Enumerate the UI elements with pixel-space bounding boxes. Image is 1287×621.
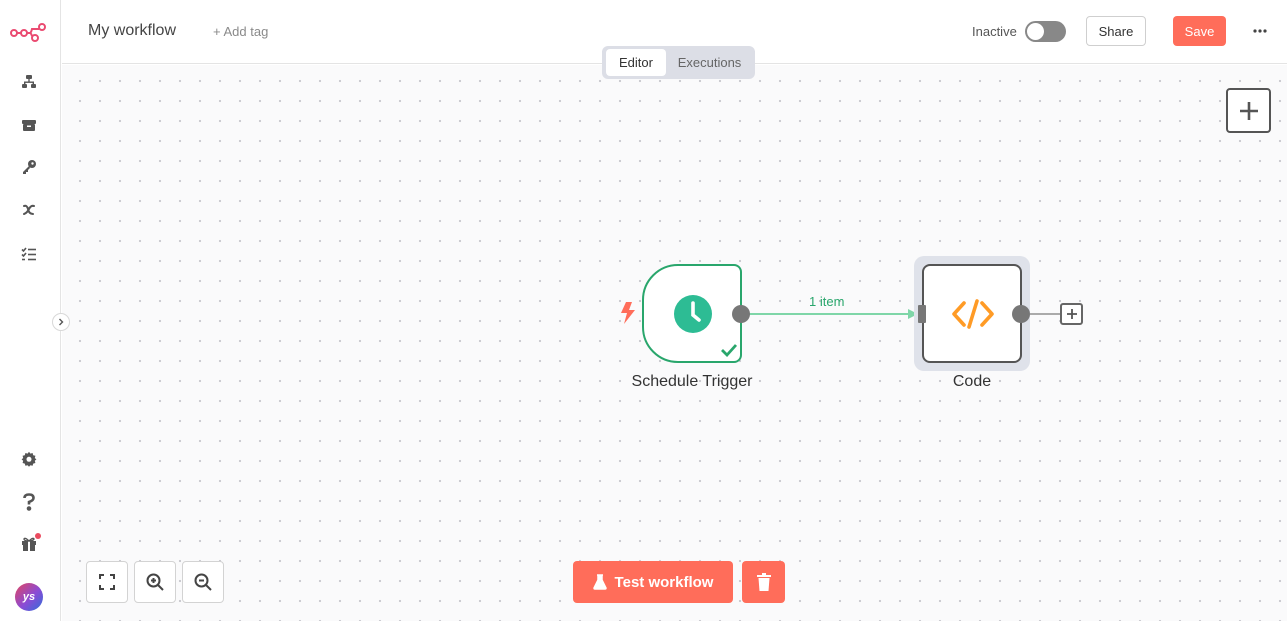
test-workflow-button[interactable]: Test workflow xyxy=(573,561,733,603)
avatar-initials: ys xyxy=(22,591,36,603)
executions-icon[interactable] xyxy=(17,242,41,266)
save-button[interactable]: Save xyxy=(1173,16,1226,46)
code-icon xyxy=(952,299,994,329)
zoom-out-icon xyxy=(194,573,212,591)
tab-executions[interactable]: Executions xyxy=(677,55,742,70)
test-workflow-label: Test workflow xyxy=(614,573,714,591)
node-code[interactable] xyxy=(922,264,1022,363)
share-button[interactable]: Share xyxy=(1086,16,1146,46)
add-node-button[interactable] xyxy=(1226,88,1271,133)
avatar[interactable]: ys xyxy=(15,583,43,611)
workflows-icon[interactable] xyxy=(17,70,41,94)
zoom-out-button[interactable] xyxy=(182,561,224,603)
active-toggle[interactable] xyxy=(1025,21,1066,42)
variables-icon[interactable] xyxy=(17,198,41,222)
success-check-icon xyxy=(721,344,738,357)
more-options-icon[interactable] xyxy=(1249,20,1271,42)
active-status-label: Inactive xyxy=(972,24,1017,39)
templates-icon[interactable] xyxy=(17,113,41,137)
notification-dot xyxy=(35,533,41,539)
tab-editor[interactable]: Editor xyxy=(606,49,666,76)
code-output-handle[interactable] xyxy=(1012,305,1030,323)
workflow-title[interactable]: My workflow xyxy=(88,22,177,39)
fit-view-button[interactable] xyxy=(86,561,128,603)
view-tabs: Editor Executions xyxy=(602,46,755,79)
node-schedule-trigger[interactable] xyxy=(642,264,742,363)
fit-view-icon xyxy=(99,574,115,590)
gift-icon[interactable] xyxy=(17,532,41,556)
node-label-code: Code xyxy=(952,373,992,390)
trash-icon xyxy=(756,573,771,591)
flask-icon xyxy=(592,574,607,590)
code-input-handle[interactable] xyxy=(918,305,926,323)
node-label-schedule-trigger: Schedule Trigger xyxy=(631,373,753,390)
settings-icon[interactable] xyxy=(17,447,41,471)
clock-icon xyxy=(674,295,712,333)
add-tag-link[interactable]: + Add tag xyxy=(213,24,269,39)
toggle-knob xyxy=(1027,23,1044,40)
n8n-logo[interactable] xyxy=(9,21,49,43)
trigger-bolt-icon xyxy=(620,302,636,329)
connection-arrow xyxy=(908,309,918,319)
trigger-output-handle[interactable] xyxy=(732,305,750,323)
sidebar-collapse-toggle[interactable] xyxy=(52,313,70,331)
credentials-icon[interactable] xyxy=(17,155,41,179)
zoom-in-button[interactable] xyxy=(134,561,176,603)
connection-item-count: 1 item xyxy=(809,294,845,309)
plus-icon xyxy=(1239,101,1258,120)
plus-icon xyxy=(1066,309,1077,319)
add-next-node-button[interactable] xyxy=(1060,303,1083,325)
sidebar: ys xyxy=(0,0,70,621)
help-icon[interactable] xyxy=(17,490,41,514)
clear-execution-button[interactable] xyxy=(742,561,785,603)
zoom-in-icon xyxy=(146,573,164,591)
